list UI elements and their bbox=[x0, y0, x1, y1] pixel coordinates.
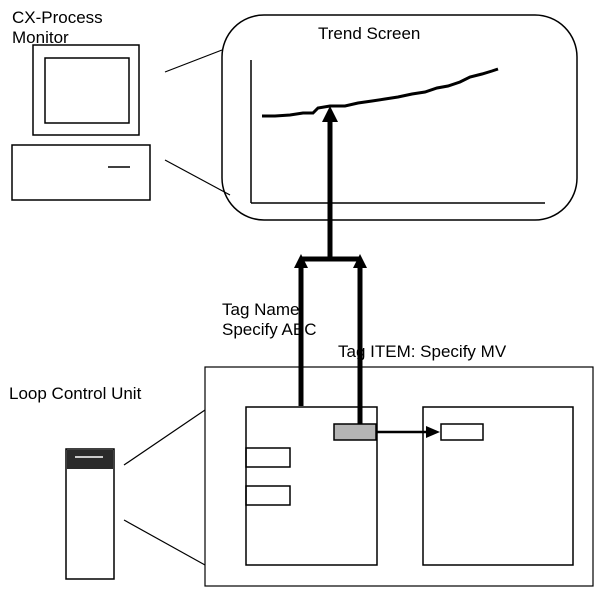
unit-callout-lines bbox=[123, 409, 206, 566]
monitor-callout-lines bbox=[164, 49, 231, 196]
tag-item-arrow bbox=[353, 254, 367, 425]
connection-arrow bbox=[376, 426, 440, 438]
trend-screen-frame bbox=[221, 14, 578, 221]
trend-line bbox=[262, 67, 499, 118]
tag-name-arrow bbox=[294, 254, 308, 406]
mv-highlight-block bbox=[333, 423, 377, 441]
tag-name-label-line2: Specify ABC bbox=[222, 320, 317, 339]
tag-name-label-line1: Tag Name: bbox=[222, 300, 305, 319]
computer-monitor-icon bbox=[11, 44, 151, 201]
block-port-1 bbox=[245, 447, 291, 468]
loop-control-unit-icon bbox=[65, 448, 115, 580]
unit-detail-frame bbox=[204, 366, 594, 587]
block-port-2 bbox=[245, 485, 291, 506]
monitor-label-line1: CX-Process bbox=[12, 8, 103, 27]
trend-screen-title: Trend Screen bbox=[318, 24, 421, 43]
function-block-right bbox=[422, 406, 574, 566]
monitor-label-line2: Monitor bbox=[12, 28, 69, 47]
loop-control-unit-label: Loop Control Unit bbox=[9, 384, 142, 403]
trend-axes bbox=[250, 60, 545, 204]
trend-arrow bbox=[322, 106, 338, 258]
tag-item-label: Tag ITEM: Specify MV bbox=[338, 342, 507, 361]
right-block-port bbox=[440, 423, 484, 441]
